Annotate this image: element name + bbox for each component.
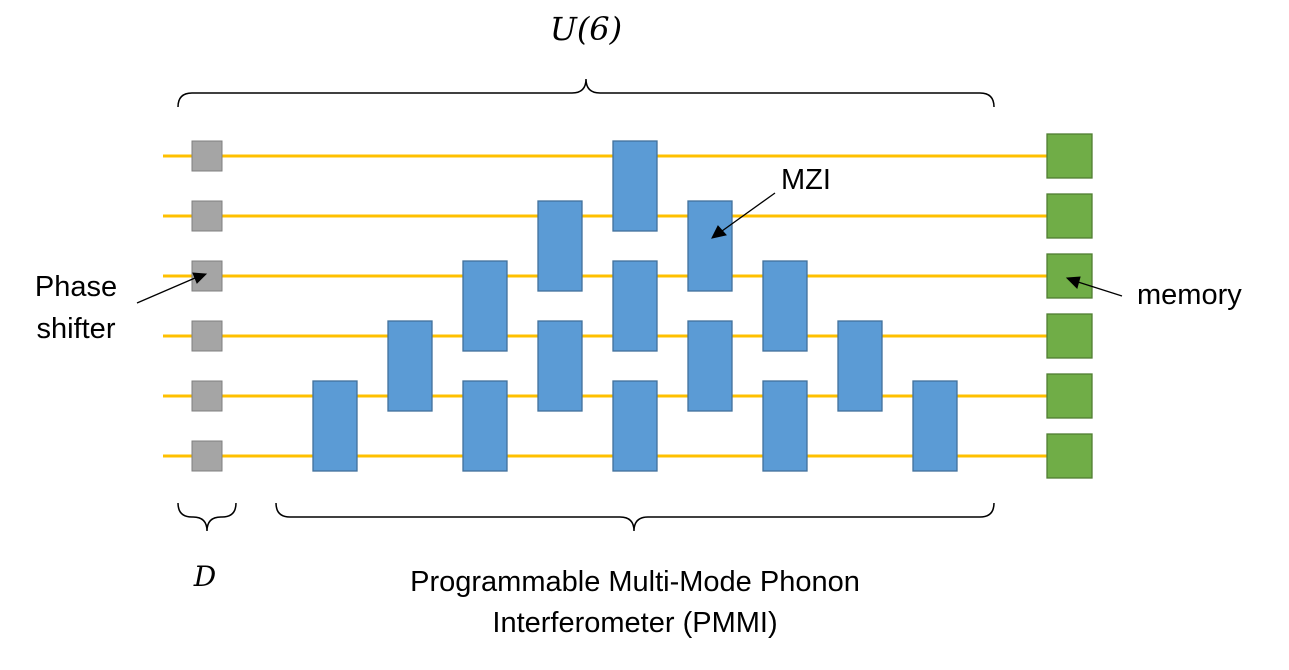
unitary-brace [177, 78, 995, 108]
mzi-box [912, 380, 958, 472]
diagonal-brace [177, 502, 237, 532]
unitary-label: U(6) [549, 10, 623, 48]
mzi-box [537, 320, 583, 412]
mzi-box [462, 260, 508, 352]
memories [1046, 133, 1093, 479]
mzi-label: MZI [781, 164, 831, 196]
pmmi-label-line2: Interferometer (PMMI) [492, 607, 778, 639]
mzi-box [612, 140, 658, 232]
mzi-box [837, 320, 883, 412]
diagonal-label: D [193, 560, 217, 593]
pmmi-label-line1: Programmable Multi-Mode Phonon [410, 566, 860, 598]
memory-label: memory [1137, 279, 1242, 311]
phase-shifter-box [191, 140, 223, 172]
mzi-box [537, 200, 583, 292]
memory-box [1046, 133, 1093, 179]
mzi-box [687, 320, 733, 412]
phase-shifter-box [191, 200, 223, 232]
memory-arrow [1065, 276, 1123, 297]
mzi-arrow [711, 192, 776, 239]
mzi-box [762, 260, 808, 352]
pmmi-label: Programmable Multi-Mode Phonon Interfero… [330, 562, 940, 644]
mzi-box [312, 380, 358, 472]
phase-shifter-box [191, 440, 223, 472]
mzi-box [687, 200, 733, 292]
mzi-box [612, 380, 658, 472]
phase-shifter-box [191, 320, 223, 352]
memory-box [1046, 253, 1093, 299]
mzi-mesh [312, 140, 958, 472]
phase-shifter-box [191, 380, 223, 412]
mzi-box [387, 320, 433, 412]
phase-shifter-label: Phase shifter [18, 266, 134, 350]
phase-shifter-label-line2: shifter [36, 313, 116, 345]
mzi-box [462, 380, 508, 472]
phase-shifter-arrow [136, 272, 208, 304]
memory-box [1046, 433, 1093, 479]
phase-shifter-label-line1: Phase [34, 271, 118, 303]
memory-box [1046, 193, 1093, 239]
mzi-box [762, 380, 808, 472]
memory-box [1046, 313, 1093, 359]
mzi-box [612, 260, 658, 352]
waveguides [163, 154, 1050, 458]
phase-shifters [191, 140, 223, 472]
memory-box [1046, 373, 1093, 419]
pmmi-brace [275, 502, 995, 532]
